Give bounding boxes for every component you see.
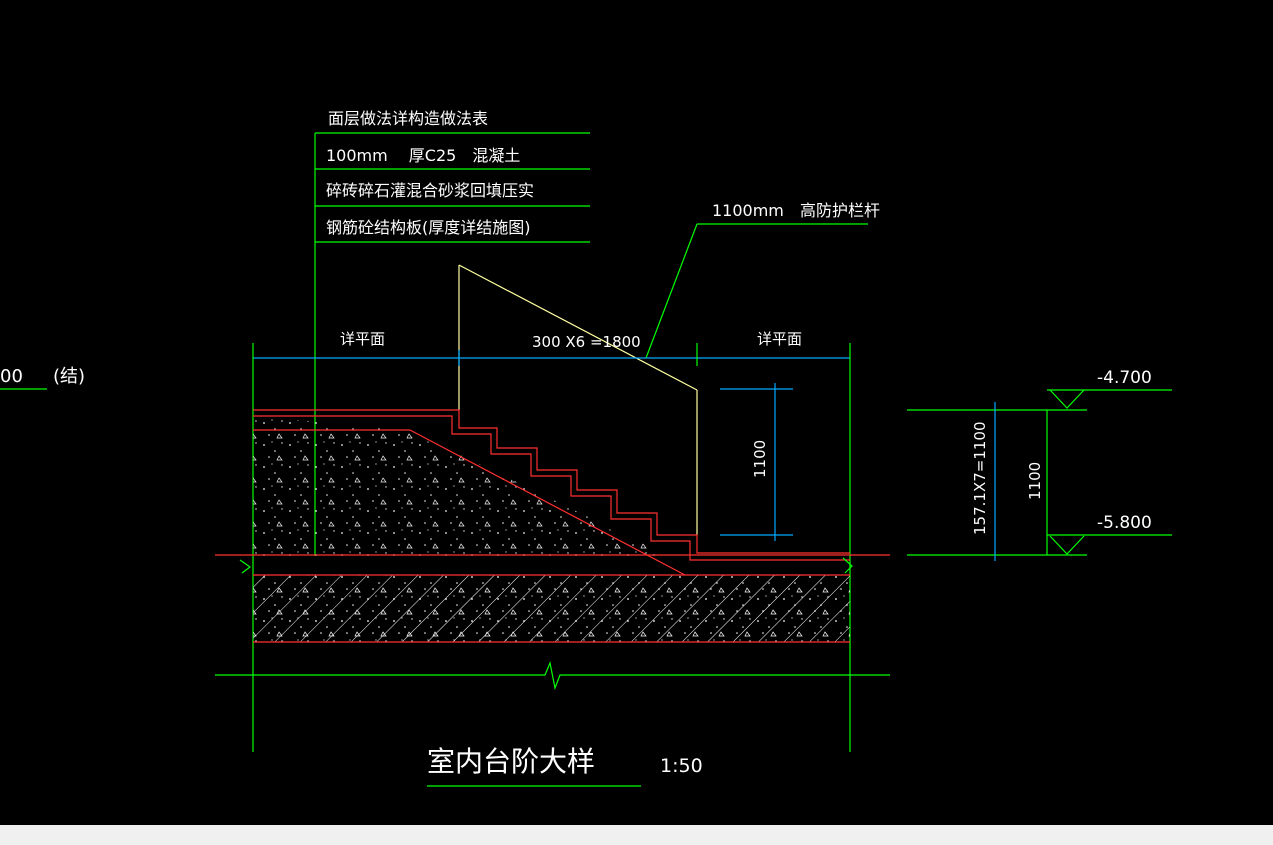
railing-label-text: 高防护栏杆 (800, 201, 880, 220)
stair-section (215, 409, 890, 576)
backfill-area (253, 416, 668, 556)
dim-steps: 300 X6 =1800 (532, 333, 641, 351)
note-table: 面层做法详构造做法表 100mm 厚C25 混凝土 碎砖碎石灌混合砂浆回填压实 … (314, 109, 590, 556)
elevation-dimensions: 157.1X7=1100 1100 -4.700 -5.800 (907, 368, 1172, 561)
level-bottom: -5.800 (1097, 513, 1152, 533)
note-table-header: 面层做法详构造做法表 (328, 109, 488, 128)
dim-rail-height: 1100 (751, 440, 769, 478)
note-table-row: 钢筋砼结构板(厚度详结施图) (326, 218, 531, 237)
dim-left-plan: 详平面 (340, 330, 385, 348)
status-bar (0, 825, 1273, 845)
drawing-title: 室内台阶大样 1:50 (427, 745, 703, 787)
railing-height-text: 1100mm (712, 201, 784, 220)
note-table-row: 100mm 厚C25 混凝土 (326, 146, 520, 165)
break-lines (215, 557, 890, 691)
title-name: 室内台阶大样 (427, 745, 595, 778)
note-table-row: 碎砖碎石灌混合砂浆回填压实 (326, 181, 534, 200)
cad-viewport[interactable]: 面层做法详构造做法表 100mm 厚C25 混凝土 碎砖碎石灌混合砂浆回填压实 … (0, 0, 1273, 825)
title-scale: 1:50 (660, 755, 703, 777)
left-level-marker: 00 (结) (0, 366, 85, 390)
railing-outline (458, 264, 698, 535)
level-top: -4.700 (1097, 368, 1152, 388)
dim-riser-calc: 157.1X7=1100 (971, 421, 989, 535)
dim-level-diff: 1100 (1026, 462, 1044, 500)
dim-right-plan: 详平面 (757, 330, 802, 348)
railing-height-dimension: 1100 (720, 383, 793, 541)
stair-detail-drawing: 面层做法详构造做法表 100mm 厚C25 混凝土 碎砖碎石灌混合砂浆回填压实 … (0, 109, 1172, 787)
structural-slab-hatch (253, 575, 850, 642)
railing-note: 1100mm 高防护栏杆 (645, 201, 880, 359)
left-level-suffix: (结) (53, 366, 85, 387)
left-level-value: 00 (0, 366, 23, 387)
